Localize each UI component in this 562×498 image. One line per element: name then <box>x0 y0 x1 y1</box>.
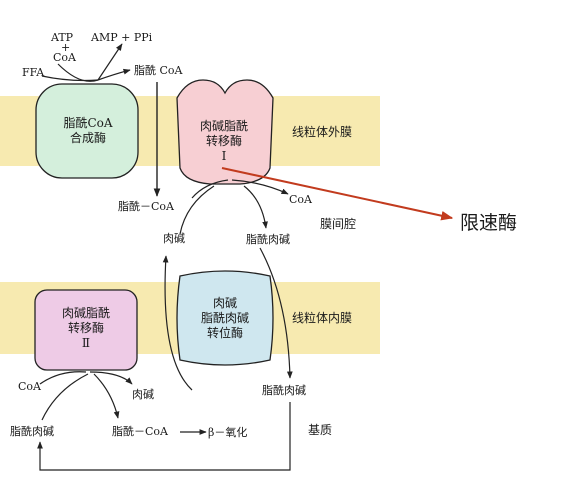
translocase-label: 肉碱 脂酰肉碱 转位酶 <box>185 296 265 341</box>
amp-ppi-label: AMP + PPi <box>91 31 153 44</box>
translocase-shape <box>176 270 274 366</box>
rate-limiting-pointer <box>221 167 454 221</box>
cpt1-carnitine-input <box>179 185 215 235</box>
atp-coa-input-arrow <box>57 63 99 82</box>
acyl-coa-synthetase-shape <box>35 83 139 179</box>
cpt1-label: 肉碱脂酰 转移酶 Ⅰ <box>188 119 260 164</box>
acyl-coa-product-arrow <box>97 68 131 81</box>
coa-mid-label: CoA <box>289 193 312 206</box>
acylcarnitine-mid-label: 脂酰肉碱 <box>246 233 290 246</box>
synthetase-line-1: 脂酰CoA <box>63 116 113 130</box>
carnitine-low-label: 肉碱 <box>132 388 154 401</box>
synthetase-line-2: 合成酶 <box>69 131 106 145</box>
ffa-input-line <box>41 75 99 82</box>
cpt2-numeral: Ⅱ <box>81 336 91 350</box>
coa-top-label: CoA <box>53 51 76 64</box>
acyl-coa-low-label: 脂酰－CoA <box>112 425 168 438</box>
carnitine-mid-label: 肉碱 <box>163 232 185 245</box>
cpt2-shape <box>34 289 138 371</box>
cpt1-coa-release-arrow <box>231 179 289 195</box>
cpt1-line-1: 肉碱脂酰 <box>199 119 248 133</box>
cpt2-acylcarnitine-input <box>41 373 89 421</box>
cpt2-line-1: 肉碱脂酰 <box>61 306 110 320</box>
amp-ppi-release-arrow <box>97 43 123 81</box>
outer-membrane-label: 线粒体外膜 <box>292 125 353 139</box>
cpt1-shape <box>176 79 274 185</box>
beta-oxidation-label: β－氧化 <box>208 426 248 439</box>
cpt2-label: 肉碱脂酰 转移酶 Ⅱ <box>50 306 122 351</box>
acyl-coa-synthetase-label: 脂酰CoA 合成酶 <box>52 116 124 146</box>
cpt2-coa-input <box>39 371 87 385</box>
cpt1-numeral: Ⅰ <box>221 149 227 163</box>
cpt1-acyl-coa-curve <box>191 179 229 199</box>
carnitine-efflux-arrow <box>162 255 193 391</box>
acylcarnitine-left-label: 脂酰肉碱 <box>10 425 54 438</box>
translocase-line-1: 肉碱 <box>212 296 237 310</box>
acylcarnitine-right-label: 脂酰肉碱 <box>262 384 306 397</box>
coa-low-label: CoA <box>18 380 41 393</box>
matrix-recycle-loop <box>37 402 291 471</box>
inner-membrane-label: 线粒体内膜 <box>292 311 353 325</box>
ffa-label: FFA <box>22 66 45 79</box>
intermembrane-space-label: 膜间腔 <box>320 217 357 231</box>
cpt1-acylcarnitine-output <box>243 185 268 229</box>
cpt1-line-2: 转移酶 <box>205 134 242 148</box>
plus-sign: + <box>61 41 71 54</box>
cpt2-carnitine-release <box>89 371 133 385</box>
matrix-label: 基质 <box>308 423 333 437</box>
acyl-coa-mid-label: 脂酰－CoA <box>118 200 174 213</box>
acyl-coa-top-label: 脂酰 CoA <box>134 64 183 77</box>
translocase-line-2: 脂酰肉碱 <box>200 311 249 325</box>
acylcarnitine-influx-arrow <box>259 247 293 379</box>
cpt2-acyl-coa-output <box>93 373 120 419</box>
cpt2-line-2: 转移酶 <box>67 321 104 335</box>
atp-label: ATP <box>51 31 74 44</box>
translocase-line-3: 转位酶 <box>206 326 243 340</box>
rate-limiting-enzyme-label: 限速酶 <box>460 212 518 234</box>
